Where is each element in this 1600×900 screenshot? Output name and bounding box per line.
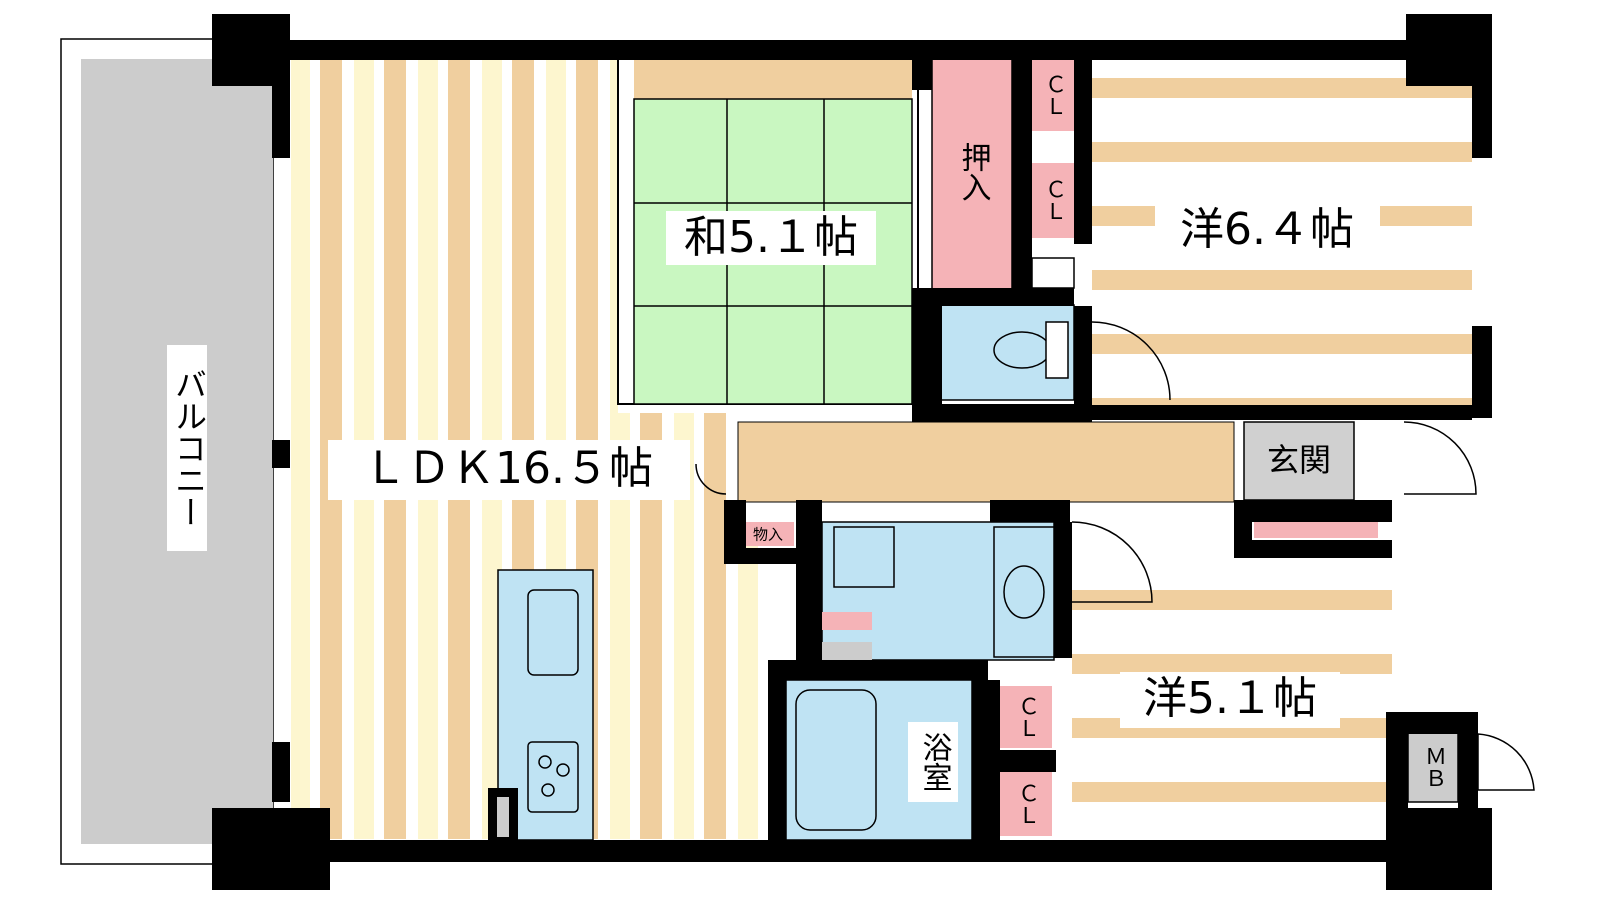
closet-2-label: ＣＬ [1041,178,1066,222]
door-swings [695,321,1477,603]
youshitsu-south: 洋5.１帖 [1072,556,1392,841]
toilet-room [931,257,1075,401]
monoire-label: 物入 [753,526,783,544]
monoire: 物入 [742,522,794,546]
washroom [821,521,1055,664]
youshitsu-north: 洋6.４帖 [1092,59,1472,409]
closet-3-label: ＣＬ [1014,695,1039,739]
bath-label: 浴室 [917,732,952,792]
youshitsu-north-label: 洋6.４帖 [1180,204,1354,255]
meter-box-label: ＭＢ [1421,745,1446,789]
washitsu: 和5.１帖 [617,58,919,405]
bath: 浴室 [785,679,973,841]
hallway [737,421,1235,503]
oshiire: 押入 [931,58,1013,290]
closets-south: ＣＬ ＣＬ [1000,686,1052,836]
ldk-label-box: ＬＤＫ16.５帖 [328,440,690,500]
youshitsu-south-label: 洋5.１帖 [1143,673,1317,724]
meter-box: ＭＢ [1407,731,1535,803]
closet-1-label: ＣＬ [1041,73,1066,117]
closets-north: ＣＬ ＣＬ [1032,59,1074,238]
oshiire-label: 押入 [956,142,991,202]
washitsu-label: 和5.１帖 [684,212,858,263]
closet-4-label: ＣＬ [1014,782,1039,826]
balcony: バルコニー [60,38,274,865]
genkan-label: 玄関 [1267,441,1331,479]
ldk-label: ＬＤＫ16.５帖 [363,443,653,494]
walls [212,14,1492,890]
balcony-label: バルコニー [170,368,208,528]
